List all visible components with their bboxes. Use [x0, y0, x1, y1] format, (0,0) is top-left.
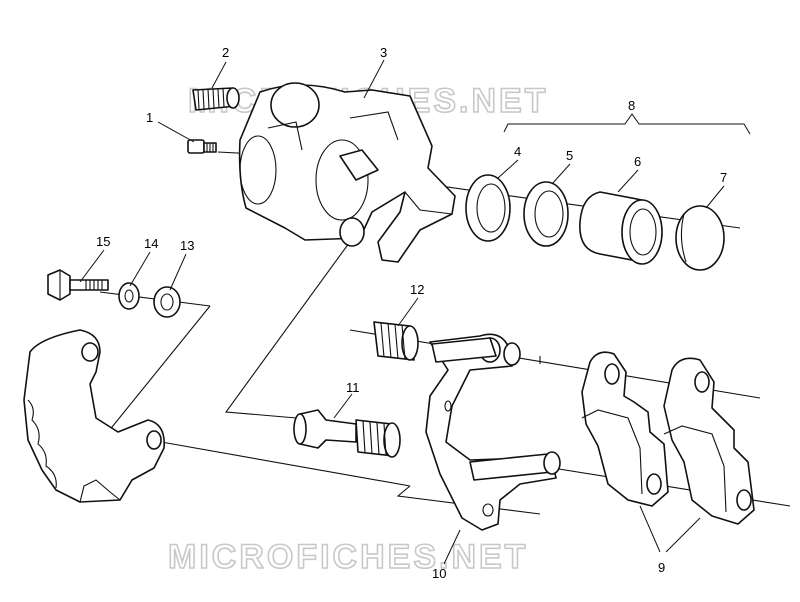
- brake-pad-inner-part: [581, 351, 669, 507]
- mounting-bracket-part: [23, 329, 165, 503]
- watermark-bottom: MICROFICHES.NET: [168, 538, 528, 576]
- callout-2: 2: [222, 45, 229, 60]
- pin-boot-upper-part: [373, 321, 419, 361]
- callout-9: 9: [658, 560, 665, 575]
- leader-lines: [79, 59, 725, 565]
- callout-6: 6: [634, 154, 641, 169]
- callout-4: 4: [514, 144, 521, 159]
- callout-8: 8: [628, 98, 635, 113]
- seal-ring-part: [465, 174, 511, 242]
- piston-cap-part: [675, 205, 725, 271]
- bleeder-screw-part: [187, 139, 217, 154]
- callout-5: 5: [566, 148, 573, 163]
- caliper-bracket-part: [425, 333, 561, 531]
- callout-15: 15: [96, 234, 110, 249]
- callout-10: 10: [432, 566, 446, 581]
- group-bracket-8: [503, 113, 751, 135]
- callout-14: 14: [144, 236, 158, 251]
- dust-seal-part: [523, 181, 569, 247]
- callout-labels: 1 2 3 4 5 6 7 8 9 10 11 12 13 14 15: [96, 45, 727, 581]
- flat-washer-part: [153, 286, 181, 318]
- callout-12: 12: [410, 282, 424, 297]
- threaded-bushing-part: [192, 87, 240, 111]
- brake-pad-outer-part: [663, 357, 755, 525]
- piston-part: [579, 191, 663, 265]
- caliper-body-part: [238, 82, 456, 263]
- callout-3: 3: [380, 45, 387, 60]
- callout-11: 11: [346, 380, 360, 395]
- callout-7: 7: [720, 170, 727, 185]
- lock-washer-part: [118, 282, 140, 310]
- callout-1: 1: [146, 110, 153, 125]
- mounting-bolt-part: [47, 269, 109, 301]
- callout-13: 13: [180, 238, 194, 253]
- slide-pin-part: [293, 409, 401, 458]
